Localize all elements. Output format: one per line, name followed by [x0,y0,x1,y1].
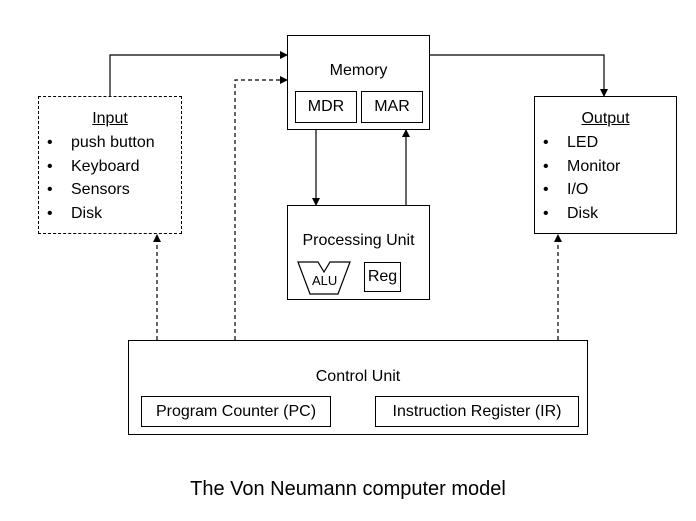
processing-unit-title: Processing Unit [302,232,415,249]
processing-unit-box: Processing Unit ALU Reg [287,205,430,300]
control-unit-title: Control Unit [315,368,401,385]
input-list: push button Keyboard Sensors Disk [47,131,155,225]
program-counter-box: Program Counter (PC) [141,396,331,427]
input-box: Input push button Keyboard Sensors Disk [38,96,182,234]
alu-symbol [297,261,351,295]
input-title: Input [92,110,128,127]
list-item: Keyboard [47,155,155,179]
output-title: Output [581,110,630,127]
alu-label: ALU [312,273,338,288]
memory-box: Memory MDR MAR [287,35,430,130]
list-item: Monitor [543,155,620,179]
list-item: push button [47,131,155,155]
list-item: Sensors [47,178,155,202]
arrow-control-to-memory [234,76,288,340]
diagram-caption: The Von Neumann computer model [190,478,506,500]
memory-title: Memory [329,62,388,79]
instruction-register-box: Instruction Register (IR) [375,396,579,427]
arrow-memory-to-output [430,54,608,97]
output-box: Output LED Monitor I/O Disk [534,96,677,234]
reg-box: Reg [364,262,401,292]
mdr-box: MDR [295,91,357,123]
list-item: Disk [47,202,155,226]
list-item: Disk [543,202,620,226]
list-item: LED [543,131,620,155]
control-unit-box: Control Unit Program Counter (PC) Instru… [128,340,588,435]
arrow-input-to-memory [109,51,288,96]
mar-box: MAR [361,91,423,123]
list-item: I/O [543,178,620,202]
output-list: LED Monitor I/O Disk [543,131,620,225]
